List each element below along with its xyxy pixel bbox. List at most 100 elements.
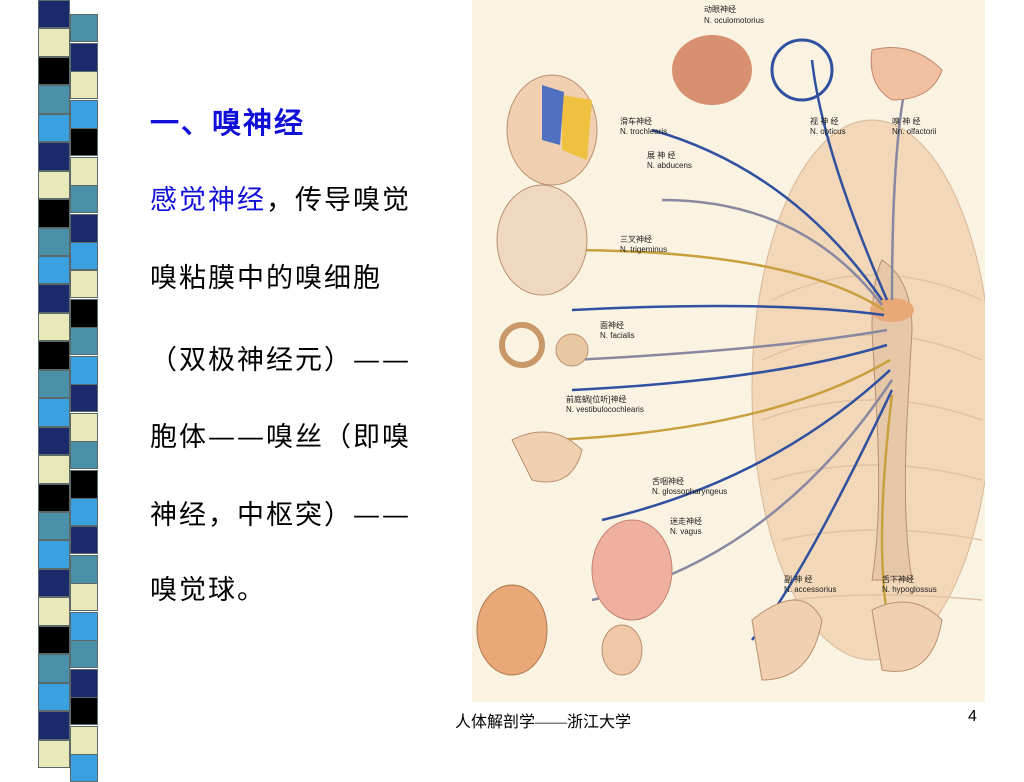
stripe-cell: [38, 740, 70, 768]
nose-icon: [870, 47, 943, 101]
text-line-6: 嗅觉球。: [150, 575, 266, 606]
stripe-cell: [38, 512, 70, 540]
stripe-cell: [38, 370, 70, 398]
orbit-icon: [672, 35, 752, 105]
label-trigeminus-cn: 三叉神经: [620, 234, 652, 244]
trigeminal-area-icon: [562, 95, 592, 160]
stripe-cell: [38, 256, 70, 284]
label-oculomotor-la: N. oculomotorius: [704, 16, 764, 25]
stripe-cell: [38, 284, 70, 313]
stripe-cell: [38, 341, 70, 370]
stripe-cell: [38, 597, 70, 626]
stripe-cell: [70, 270, 98, 298]
footer-text: 人体解剖学——浙江大学: [455, 714, 632, 731]
ear-icon: [601, 624, 643, 676]
stripe-cell: [38, 569, 70, 597]
sensory-area-icon: [542, 85, 564, 145]
stripe-cell: [70, 640, 98, 668]
stripe-cell: [70, 583, 98, 611]
stripe-cell: [70, 413, 98, 442]
label-olfactory-la: Nn. olfactorii: [892, 127, 937, 136]
stripe-cell: [70, 384, 98, 412]
page-number: 4: [968, 708, 977, 725]
stripe-cell: [70, 754, 98, 782]
label-glosso-la: N. glossopharyngeus: [652, 487, 727, 496]
stripe-cell: [70, 441, 98, 469]
stripe-cell: [38, 398, 70, 427]
stripe-cell: [70, 526, 98, 554]
stripe-cell: [38, 313, 70, 341]
label-accessorius-cn: 副 神 经: [784, 574, 812, 584]
label-hypoglossus-cn: 舌下神经: [882, 574, 914, 584]
stripe-cell: [38, 484, 70, 512]
label-vagus-la: N. vagus: [670, 527, 702, 536]
stripe-cell: [70, 43, 98, 72]
intestine-icon: [476, 584, 548, 676]
stripe-cell: [70, 214, 98, 243]
label-trochlear-la: N. trochlearis: [620, 127, 667, 136]
stripe-cell: [38, 28, 70, 57]
cochlea-icon: [555, 333, 589, 367]
stripe-cell: [38, 228, 70, 256]
decorative-stripe-bar: [0, 0, 100, 782]
lungs-icon: [591, 519, 673, 621]
text-line-1-rest: ，传导嗅觉: [266, 185, 411, 216]
face-icon: [511, 431, 583, 483]
stripe-cell: [70, 612, 98, 641]
stripe-cell: [38, 626, 70, 654]
stripe-cell: [38, 427, 70, 455]
stripe-cell: [70, 299, 98, 328]
stripe-cell: [38, 654, 70, 683]
stripe-cell: [70, 697, 98, 725]
stripe-cell: [70, 498, 98, 526]
stripe-cell: [70, 14, 98, 42]
label-trochlear-cn: 滑车神经: [620, 116, 652, 126]
label-abducens-la: N. abducens: [647, 161, 692, 170]
stripe-cell: [70, 157, 98, 186]
neck-icon: [751, 599, 823, 681]
label-oculomotor-cn: 动眼神经: [704, 4, 736, 14]
label-trigeminus-la: N. trigeminus: [620, 245, 667, 254]
text-line-1: 感觉神经，传导嗅觉: [150, 178, 411, 217]
label-opticus-cn: 视 神 经: [810, 116, 838, 126]
stripe-cell: [38, 455, 70, 484]
label-glosso-cn: 舌咽神经: [652, 476, 684, 486]
stripe-cell: [38, 540, 70, 569]
label-vagus-cn: 迷走神经: [670, 516, 702, 526]
stripe-cell: [70, 71, 98, 99]
stripe-cell: [70, 185, 98, 213]
eye-icon: [770, 38, 834, 102]
text-line-5: 神经，中枢突）——: [150, 500, 411, 531]
text-line-3: （双极神经元）——: [150, 345, 411, 376]
text-line-2: 嗅粘膜中的嗅细胞: [150, 263, 382, 294]
label-vestibulo-cn: 前庭蜗[位听]神经: [566, 394, 626, 404]
slide-title: 一、嗅神经: [150, 106, 306, 140]
stripe-cell: [38, 142, 70, 171]
label-facialis-la: N. facialis: [600, 331, 635, 340]
label-opticus-la: N. opticus: [810, 127, 846, 136]
stripe-cell: [38, 114, 70, 142]
text-line-4: 胞体——嗅丝（即嗅: [150, 422, 411, 453]
label-olfactory-cn: 嗅 神 经: [892, 116, 920, 126]
stripe-cell: [38, 0, 70, 28]
stripe-cell: [38, 683, 70, 711]
cranial-nerves-illustration: 动眼神经 N. oculomotorius 滑车神经 N. trochleari…: [472, 0, 985, 702]
stripe-cell: [38, 711, 70, 740]
stripe-cell: [38, 199, 70, 228]
stripe-cell: [70, 470, 98, 499]
stripe-cell: [38, 171, 70, 199]
label-hypoglossus-la: N. hypoglossus: [882, 585, 937, 594]
stripe-cell: [70, 128, 98, 156]
label-facialis-cn: 面神经: [600, 320, 624, 330]
label-vestibulo-la: N. vestibulocochlearis: [566, 405, 644, 414]
stripe-cell: [70, 669, 98, 698]
jaw-icon: [871, 601, 943, 672]
stripe-cell: [70, 327, 98, 355]
label-abducens-cn: 展 神 经: [647, 150, 675, 160]
stripe-cell: [70, 555, 98, 584]
pituitary-icon: [870, 298, 914, 322]
stripe-cell: [38, 57, 70, 85]
ear-icon: [499, 322, 545, 368]
stripe-cell: [38, 85, 70, 114]
stripe-cell: [70, 100, 98, 129]
